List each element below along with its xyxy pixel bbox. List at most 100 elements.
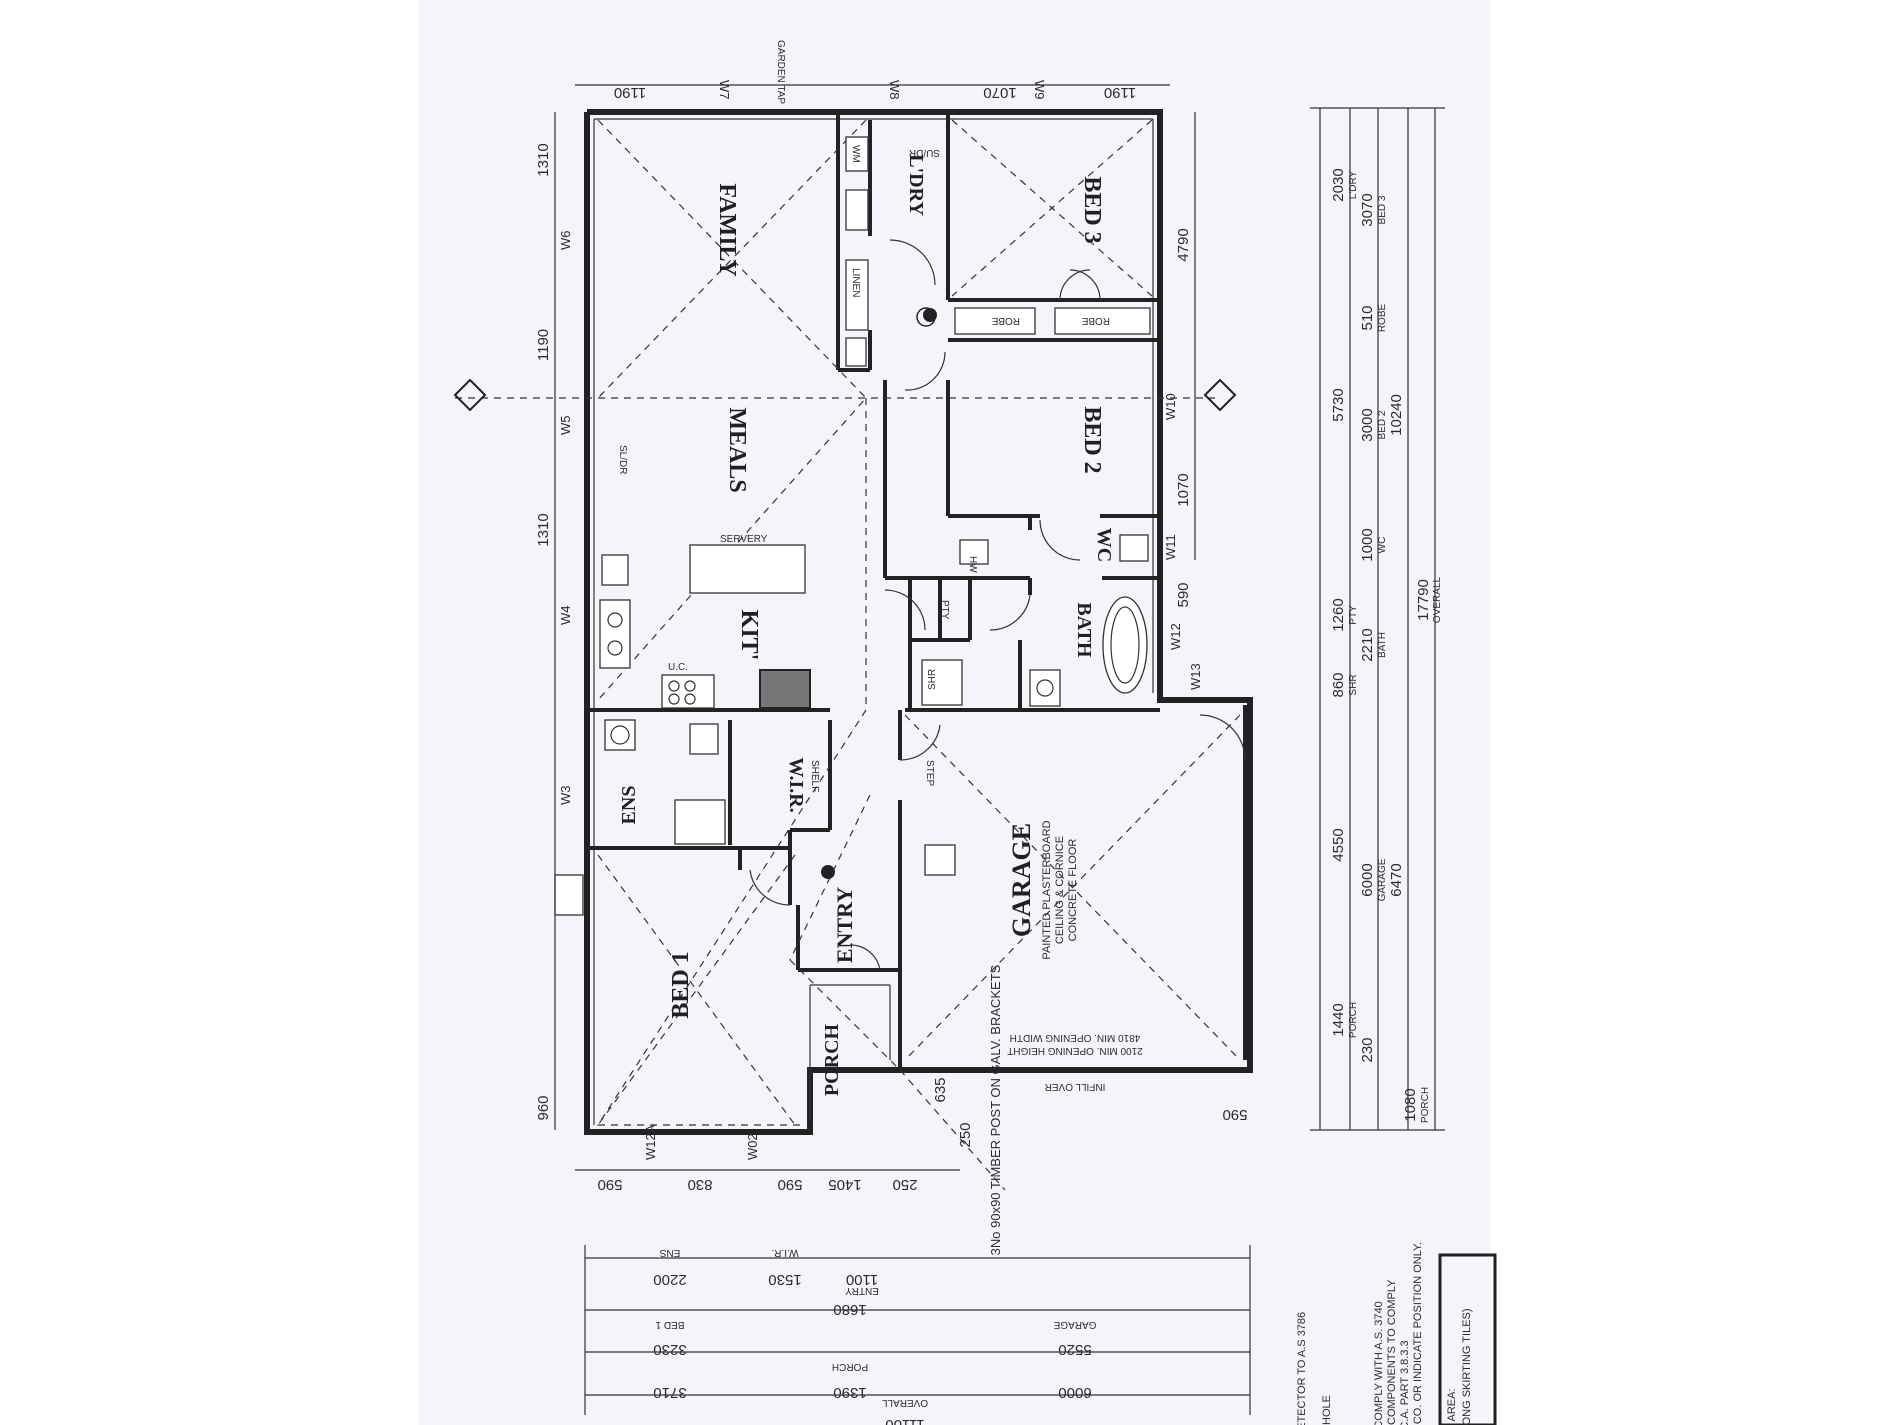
bchain-1680: 1680	[833, 1301, 866, 1318]
chain-label-porch-b: PORCH	[1420, 1087, 1431, 1123]
room-label-bed2: BED 2	[1079, 406, 1105, 473]
label-sl-dr: SL/DR	[617, 445, 628, 474]
laundry-wm	[845, 136, 869, 172]
chain-col1-4550: 4550	[1330, 828, 1347, 861]
chain-label-porch-a: PORCH	[1348, 1002, 1359, 1038]
label-su-dr: SU/DR	[909, 147, 940, 158]
label-garden-tap: GARDEN TAP	[775, 40, 786, 104]
room-label-bed3: BED 3	[1079, 176, 1105, 243]
interior-walls	[590, 115, 1247, 1120]
bchain-1530: 1530	[768, 1271, 801, 1288]
chain-label-pty: PTY	[1348, 605, 1359, 625]
note-5: C.A. PART 3.8.3.3	[1399, 1340, 1411, 1425]
fixtures	[453, 136, 1237, 916]
note-2: HOLE	[1321, 1395, 1333, 1425]
room-label-bath: BATH	[1073, 602, 1095, 658]
wc-pan	[1119, 534, 1149, 562]
meter-box	[554, 874, 584, 916]
fixture-labels: GARDEN TAP WM SU/DR LINEN ROBE ROBE SL/D…	[617, 40, 1143, 1255]
room-label-bed1: BED 1	[668, 951, 694, 1018]
note-4: ANY COMPONENTS TO COMPLY	[1386, 1279, 1398, 1425]
garage-hw	[924, 844, 956, 876]
dim-garage-635: 635	[932, 1077, 949, 1102]
dim-top-1190-a: 1190	[614, 84, 646, 101]
fridge-space	[759, 669, 811, 709]
dim-bottom-590-a: 590	[597, 1176, 622, 1193]
label-step: STEP	[924, 760, 935, 786]
bchain-6000: 6000	[1058, 1384, 1091, 1401]
room-label-garage: GARAGE	[1007, 823, 1036, 937]
robe-bed3	[1054, 307, 1151, 335]
bchain-label-bed1: BED 1	[655, 1319, 684, 1330]
wm-box	[601, 554, 629, 586]
linen-cupboard	[845, 259, 869, 331]
room-label-ens: ENS	[618, 786, 640, 825]
dim-garage-250: 250	[957, 1122, 974, 1147]
window-w10: W10	[1163, 393, 1178, 420]
chain-label-garage: GARAGE	[1377, 858, 1388, 901]
window-w3: W3	[558, 786, 573, 806]
dim-left-1190: 1190	[535, 329, 552, 361]
section-marker-right	[1203, 378, 1237, 412]
dim-left-960: 960	[535, 1095, 552, 1120]
chain-col3-10240: 10240	[1388, 394, 1405, 436]
bchain-label-wir: W.I.R.	[771, 1247, 798, 1258]
label-shelf: SHELF	[809, 760, 820, 792]
window-w13: W13	[1188, 663, 1203, 690]
dim-left-1310-a: 1310	[535, 143, 552, 176]
ens-wc	[689, 723, 719, 755]
dim-top-1190-b: 1190	[1104, 84, 1136, 101]
chain-label-bed3: BED 3	[1377, 195, 1388, 224]
section-marker-left	[453, 378, 487, 412]
dim-right-590: 590	[1175, 582, 1192, 607]
note-6: HW. CO. OR INDICATE POSITION ONLY.	[1412, 1242, 1424, 1425]
dim-bottom-250: 250	[892, 1176, 917, 1193]
chain-col2-230: 230	[1359, 1037, 1376, 1062]
room-label-laundry: L'DRY	[905, 154, 927, 216]
chain-label-bath: BATH	[1377, 632, 1388, 658]
chain-label-shr: SHR	[1348, 674, 1359, 695]
garage-note-3: CONCRETE FLOOR	[1067, 839, 1079, 942]
dim-right-1070: 1070	[1175, 473, 1192, 506]
note-7: AREA:	[1446, 1388, 1458, 1421]
chain-col2-3000: 3000	[1359, 408, 1376, 441]
room-labels: FAMILY MEALS KIT' SERVERY L'DRY BED 3 BE…	[618, 154, 1115, 1096]
bchain-3710: 3710	[653, 1384, 686, 1401]
bchain-1100: 1100	[846, 1271, 878, 1288]
window-w8: W8	[887, 80, 902, 100]
garage-note-1: PAINTED PLASTERBOARD	[1041, 820, 1053, 959]
chain-label-robe: ROBE	[1377, 304, 1388, 333]
room-label-meals: MEALS	[724, 407, 750, 492]
chain-col1-1260: 1260	[1330, 598, 1347, 631]
room-label-kitchen: KIT'	[736, 610, 762, 661]
bchain-2200: 2200	[653, 1271, 686, 1288]
drawing-sheet	[418, 0, 1490, 1425]
dim-garage-590: 590	[1222, 1106, 1247, 1123]
room-label-wir: W.I.R.	[785, 757, 807, 812]
room-label-entry: ENTRY	[832, 887, 857, 963]
dim-bottom-830: 830	[687, 1176, 712, 1193]
outer-walls	[584, 109, 1253, 1135]
chain-col2-2210: 2210	[1359, 628, 1376, 661]
robe-bed2	[954, 307, 1036, 335]
dim-bottom-1405: 1405	[828, 1176, 861, 1193]
label-servery: SERVERY	[720, 534, 768, 545]
label-robe-b: ROBE	[1081, 315, 1110, 326]
ens-shower	[674, 799, 726, 845]
note-8: LONG SKIRTING TILES)	[1461, 1308, 1473, 1425]
servery-bench	[689, 544, 806, 594]
note-1: E DETECTOR TO A.S 3786	[1296, 1312, 1308, 1425]
label-opening-width: 4810 MIN. OPENING WIDTH	[1010, 1032, 1141, 1043]
chain-label-wc: WC	[1377, 537, 1388, 554]
window-w5: W5	[558, 416, 573, 436]
label-wm: WM	[850, 145, 861, 163]
door-swings	[749, 239, 1246, 971]
label-timber-post: 3No 90x90 TIMBER POST ON GALV. BRACKETS	[988, 964, 1003, 1255]
smoke-detector	[821, 865, 835, 879]
sink	[599, 599, 631, 669]
notes-block: E DETECTOR TO A.S 3786 HOLE COMPLY WITH …	[1296, 1242, 1497, 1425]
bath-vanity	[1029, 669, 1061, 707]
label-infill-over: INFILL OVER	[1045, 1081, 1106, 1092]
hw-unit	[845, 337, 867, 367]
